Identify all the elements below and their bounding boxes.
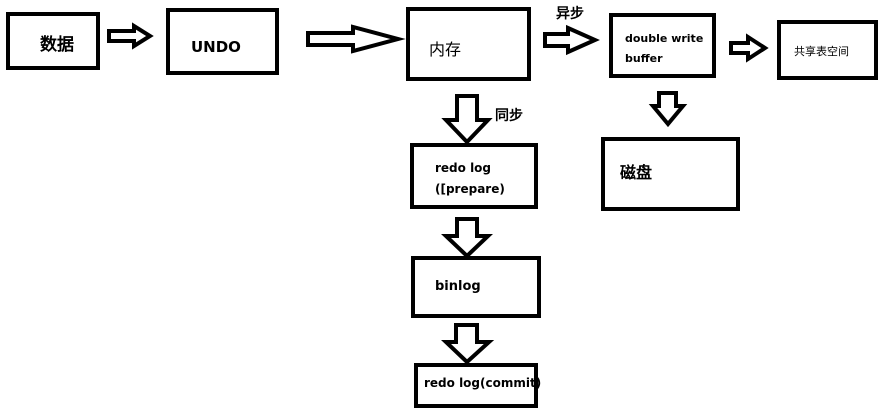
arrow-right-icon bbox=[729, 33, 769, 63]
node-undo-label: UNDO bbox=[191, 38, 241, 56]
node-double-write-buffer-line1: double write bbox=[625, 32, 704, 45]
node-redo-log-commit bbox=[414, 363, 538, 408]
node-binlog bbox=[411, 256, 541, 318]
edge-label-async: 异步 bbox=[556, 6, 584, 22]
arrow-down-icon bbox=[441, 217, 493, 259]
node-undo bbox=[166, 8, 279, 75]
arrow-right-icon bbox=[107, 22, 154, 50]
arrow-down-icon bbox=[441, 94, 493, 145]
node-redo-log-prepare bbox=[410, 143, 538, 209]
arrow-right-icon bbox=[543, 24, 600, 56]
node-redo-log-commit-label: redo log(commit) bbox=[424, 376, 542, 390]
node-shared-tablespace bbox=[777, 20, 878, 80]
node-data bbox=[6, 12, 100, 70]
node-shared-tablespace-label: 共享表空间 bbox=[794, 45, 849, 58]
node-double-write-buffer bbox=[609, 13, 716, 78]
node-redo-log-prepare-line2: ([prepare) bbox=[435, 182, 505, 196]
node-memory-label: 内存 bbox=[429, 40, 462, 59]
node-disk bbox=[601, 137, 740, 211]
node-binlog-label: binlog bbox=[435, 279, 481, 294]
node-disk-label: 磁盘 bbox=[620, 163, 653, 182]
arrow-down-icon bbox=[441, 323, 495, 365]
node-data-label: 数据 bbox=[40, 35, 74, 55]
arrow-right-icon bbox=[306, 24, 406, 54]
node-memory bbox=[406, 7, 531, 81]
node-double-write-buffer-line2: buffer bbox=[625, 52, 663, 65]
node-redo-log-prepare-line1: redo log bbox=[435, 161, 492, 175]
arrow-down-icon bbox=[648, 91, 688, 128]
edge-label-sync: 同步 bbox=[495, 108, 523, 124]
